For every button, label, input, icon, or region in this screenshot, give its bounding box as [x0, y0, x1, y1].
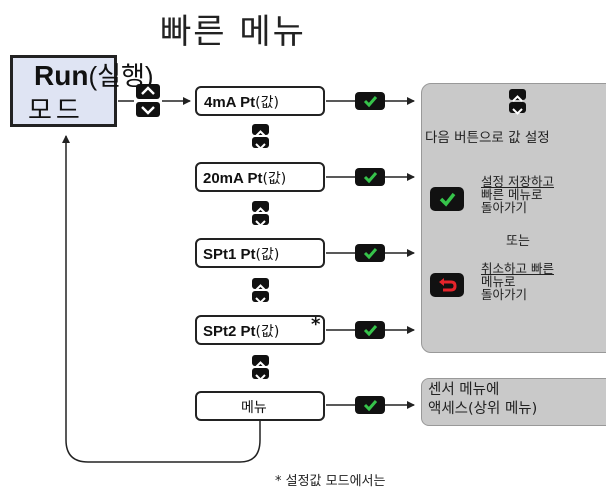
or-text: 또는 — [506, 234, 530, 249]
check-button-5[interactable] — [355, 396, 385, 414]
check-button-1[interactable] — [355, 92, 385, 110]
run-word: Run — [34, 60, 89, 91]
menu-item-4ma-bold: 4mA Pt — [204, 94, 256, 111]
run-mode-box — [10, 55, 117, 127]
menu-item-spt2-label: SPt2 Pt(값) — [203, 321, 279, 341]
sensor-menu-line1: 센서 메뉴에 — [428, 382, 500, 398]
check-icon — [363, 400, 378, 412]
menu-item-20ma-bold: 20mA Pt — [203, 170, 263, 187]
down-icon — [252, 368, 269, 381]
spt2-footnote-star: * — [311, 314, 321, 335]
up-icon — [252, 278, 269, 291]
down-icon — [252, 137, 269, 150]
instruction-panel — [421, 83, 606, 353]
menu-item-spt1[interactable] — [195, 238, 325, 268]
panel-instruction-text: 다음 버튼으로 값 설정 — [425, 130, 550, 146]
menu-item-20ma-paren: (값) — [262, 171, 287, 187]
down-icon — [509, 102, 526, 115]
menu-item-20ma[interactable] — [195, 162, 325, 192]
footnote: * 설정값 모드에서는 — [275, 474, 386, 489]
menu-item-spt2[interactable] — [195, 315, 325, 345]
diagram-title: 빠른 메뉴 — [160, 12, 306, 52]
up-icon — [509, 89, 526, 102]
option2-line3: 돌아가기 — [481, 287, 528, 302]
option2-line1: 취소하고 빠른 — [481, 261, 554, 276]
menu-item-spt1-paren: (값) — [255, 247, 280, 263]
up-icon — [136, 84, 160, 99]
menu-item-spt1-label: SPt1 Pt(값) — [203, 244, 279, 264]
option2-text: 취소하고 빠른 메뉴로 돌아가기 — [481, 262, 554, 301]
down-icon — [136, 102, 160, 117]
check-button-2[interactable] — [355, 168, 385, 186]
check-icon — [439, 192, 456, 207]
panel-undo-button — [430, 273, 464, 297]
option2-line2: 메뉴로 — [481, 274, 516, 289]
undo-icon — [439, 278, 457, 292]
menu-item-spt1-bold: SPt1 Pt — [203, 246, 256, 263]
check-button-3[interactable] — [355, 244, 385, 262]
menu-item-menu-text: 메뉴 — [241, 400, 267, 416]
menu-item-20ma-label: 20mA Pt(값) — [203, 168, 286, 188]
up-icon — [252, 124, 269, 137]
panel-check-button — [430, 187, 464, 211]
check-button-4[interactable] — [355, 321, 385, 339]
sensor-menu-line2: 액세스(상위 메뉴) — [428, 401, 538, 417]
menu-item-4ma-paren: (값) — [255, 95, 279, 111]
option1-line2: 빠른 메뉴로 — [481, 187, 543, 202]
sensor-menu-text: 센서 메뉴에 액세스(상위 메뉴) — [428, 381, 537, 419]
mode-label: 모드 — [28, 96, 84, 126]
check-icon — [363, 325, 378, 337]
check-icon — [363, 248, 378, 260]
menu-item-menu-label: 메뉴 — [241, 397, 267, 417]
menu-item-4ma[interactable] — [195, 86, 325, 116]
option1-line3: 돌아가기 — [481, 200, 528, 215]
sensor-menu-panel — [421, 378, 606, 426]
up-icon — [252, 355, 269, 368]
menu-item-menu[interactable] — [195, 391, 325, 421]
check-icon — [363, 96, 378, 108]
option1-text: 설정 저장하고 빠른 메뉴로 돌아가기 — [481, 175, 554, 214]
down-icon — [252, 214, 269, 227]
up-icon — [252, 201, 269, 214]
check-icon — [363, 172, 378, 184]
menu-item-spt2-paren: (값) — [255, 324, 280, 340]
option1-line1: 설정 저장하고 — [481, 174, 554, 189]
menu-item-4ma-label: 4mA Pt(값) — [204, 92, 279, 112]
down-icon — [252, 291, 269, 304]
menu-item-spt2-bold: SPt2 Pt — [203, 323, 256, 340]
